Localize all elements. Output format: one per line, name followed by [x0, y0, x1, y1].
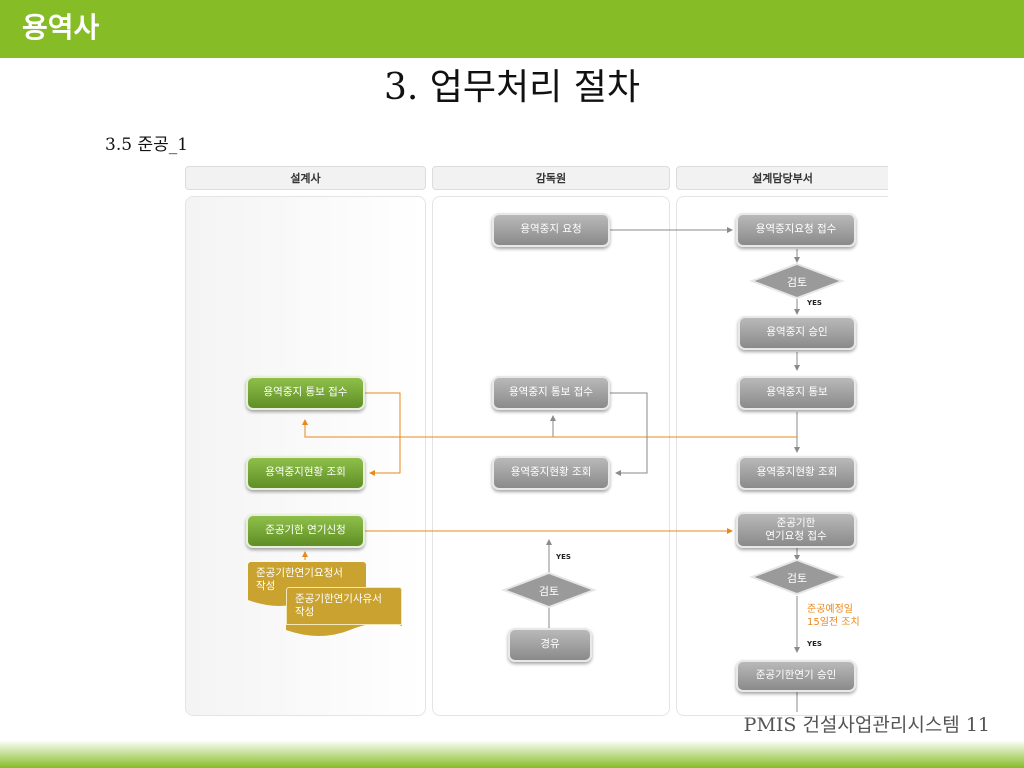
- node-sup-review: 검토: [538, 585, 560, 598]
- label-yes-1: YES: [807, 299, 822, 307]
- node-review-1: 검토: [786, 276, 808, 289]
- node-sup-receive-notice: 용역중지 통보 접수: [492, 376, 610, 410]
- node-receive-suspend-request: 용역중지요청 접수: [736, 213, 856, 247]
- section-title: 3.5 준공_1: [105, 135, 189, 155]
- node-approve-extension: 준공기한연기 승인: [736, 660, 856, 692]
- node-approve-suspend: 용역중지 승인: [738, 316, 856, 350]
- lane-header-dept: 설계담당부서: [676, 166, 888, 190]
- note-schedule: 준공예정일 15일전 조치: [807, 604, 860, 628]
- node-des-status: 용역중지현황 조회: [246, 456, 365, 490]
- node-sup-status: 용역중지현황 조회: [492, 456, 610, 490]
- label-yes-2: YES: [807, 640, 822, 648]
- company-title: 용역사: [22, 11, 100, 44]
- bottom-banner: [0, 740, 1024, 768]
- node-review-2: 검토: [786, 572, 808, 585]
- node-extension-request: 준공기한 연기신청: [246, 514, 365, 548]
- lane-header-supervisor: 감독원: [432, 166, 670, 190]
- lane-header-designer: 설계사: [185, 166, 426, 190]
- node-sup-via: 경유: [508, 628, 592, 662]
- footer-system-page: PMIS 건설사업관리시스템 11: [743, 714, 990, 736]
- node-request-suspend: 용역중지 요청: [492, 213, 610, 247]
- node-dept-receive-extension: 준공기한 연기요청 접수: [736, 512, 856, 548]
- lane-supervisor: [432, 196, 670, 716]
- doc-extension-reason-form: 준공기한연기사유서 작성: [286, 587, 402, 625]
- top-banner: 용역사: [0, 0, 1024, 58]
- node-dept-status: 용역중지현황 조회: [738, 456, 856, 490]
- page-title: 3. 업무처리 절차: [384, 67, 640, 108]
- label-yes-sup: YES: [556, 553, 571, 561]
- node-notify-suspend: 용역중지 통보: [738, 376, 856, 410]
- lane-dept: [676, 196, 888, 716]
- node-des-receive-notice: 용역중지 통보 접수: [246, 376, 365, 410]
